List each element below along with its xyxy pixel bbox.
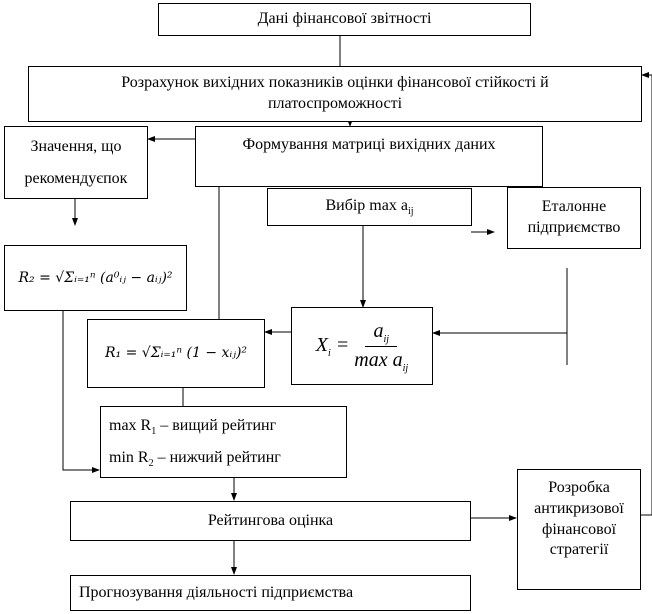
arrow-r2-rating xyxy=(62,300,100,473)
box-label: Значення, що рекомендуєпок xyxy=(24,137,128,187)
rule-max: max R1 – вищий рейтинг xyxy=(109,416,277,437)
box-rating-rules: max R1 – вищий рейтинг min R2 – нижчий р… xyxy=(100,406,347,478)
box-label: Рейтингова оцінка xyxy=(207,511,334,529)
box-label: Вибір max aij xyxy=(325,196,414,218)
box-reference-enterprise: Еталонне підприємство xyxy=(507,187,641,249)
formula-r2-text: R₂ = √Σᵢ₌₁ⁿ (a⁰ᵢⱼ − aᵢⱼ)² xyxy=(18,269,173,286)
box-label: Розрахунок вихідних показників оцінки фі… xyxy=(121,74,549,112)
box-label: Дані фінансової звітності xyxy=(257,10,432,28)
formula-r1-text: R₁ = √Σᵢ₌₁ⁿ (1 − xᵢⱼ)² xyxy=(104,345,248,362)
feedback-line xyxy=(641,72,652,516)
box-label: Формування матриці вихідних даних xyxy=(242,136,496,153)
rule-min: min R2 – нижчий рейтинг xyxy=(109,449,281,470)
box-forecast: Прогнозування діяльності підприємства xyxy=(70,575,471,611)
box-recommended-values: Значення, що рекомендуєпок xyxy=(4,126,148,199)
box-matrix: Формування матриці вихідних даних xyxy=(195,126,543,187)
box-select-max: Вибір max aij xyxy=(267,188,472,226)
box-label: Розробка антикризової фінансової стратег… xyxy=(534,479,624,559)
box-source-data: Дані фінансової звітності xyxy=(158,3,531,36)
formula-r2: R₂ = √Σᵢ₌₁ⁿ (a⁰ᵢⱼ − aᵢⱼ)² xyxy=(4,245,187,311)
box-rating: Рейтингова оцінка xyxy=(70,501,471,541)
box-label: Прогнозування діяльності підприємства xyxy=(79,583,354,601)
formula-r1: R₁ = √Σᵢ₌₁ⁿ (1 − xᵢⱼ)² xyxy=(87,319,265,388)
box-strategy: Розробка антикризової фінансової стратег… xyxy=(517,469,641,590)
box-label: Еталонне підприємство xyxy=(527,198,621,236)
box-calculation: Розрахунок вихідних показників оцінки фі… xyxy=(28,66,642,122)
